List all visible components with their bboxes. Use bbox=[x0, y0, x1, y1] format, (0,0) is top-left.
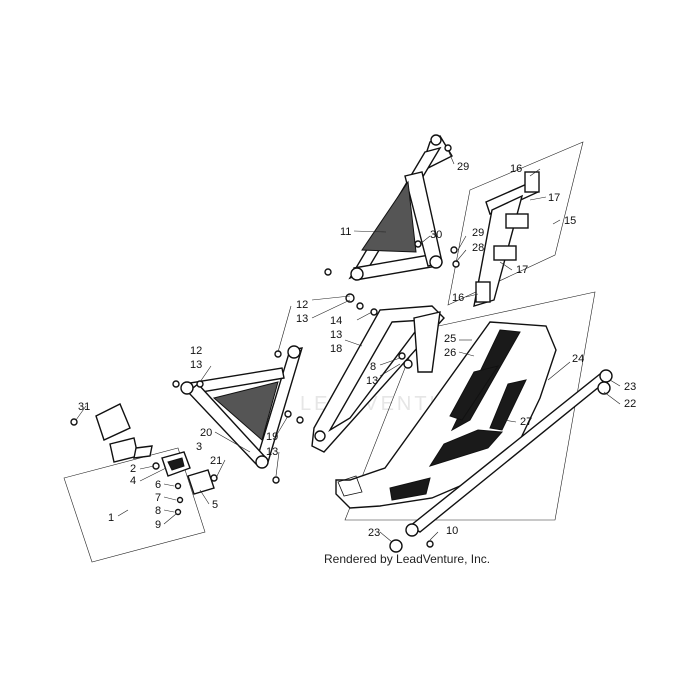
callout-1: 1 bbox=[108, 512, 114, 524]
kit-24-outline bbox=[344, 291, 596, 521]
callout-22: 22 bbox=[624, 398, 636, 410]
callout-13-mid: 13 bbox=[330, 329, 342, 341]
upper-door-frame bbox=[348, 134, 453, 281]
kit-1-outline bbox=[63, 447, 206, 563]
callout-11: 11 bbox=[340, 226, 351, 238]
callout-25: 25 bbox=[444, 333, 456, 345]
callout-15: 15 bbox=[564, 215, 576, 227]
callout-10: 10 bbox=[446, 525, 458, 537]
callout-26: 26 bbox=[444, 347, 456, 359]
callout-23-left: 23 bbox=[368, 527, 380, 539]
callout-27: 27 bbox=[520, 416, 532, 428]
latch-assembly bbox=[70, 403, 215, 516]
callout-23-right: 23 bbox=[624, 381, 636, 393]
callout-20: 20 bbox=[200, 427, 212, 439]
callout-16-bottom: 16 bbox=[452, 292, 464, 304]
callout-28: 28 bbox=[472, 242, 484, 254]
render-credit-caption: Rendered by LeadVenture, Inc. bbox=[324, 552, 490, 566]
callout-4: 4 bbox=[130, 475, 136, 487]
callout-29-top: 29 bbox=[457, 161, 469, 173]
callout-8-right: 8 bbox=[370, 361, 376, 373]
callout-9: 9 bbox=[155, 519, 161, 531]
callout-14: 14 bbox=[330, 315, 342, 327]
callout-12-lower: 12 bbox=[190, 345, 202, 357]
callout-17-top: 17 bbox=[548, 192, 560, 204]
callout-labels: 29 16 17 15 11 30 29 28 17 16 12 13 14 1… bbox=[78, 161, 636, 539]
callout-8-left: 8 bbox=[155, 505, 161, 517]
upper-mesh-panel bbox=[361, 180, 417, 253]
callout-30: 30 bbox=[430, 229, 442, 241]
callout-24: 24 bbox=[572, 353, 584, 365]
callout-7: 7 bbox=[155, 492, 161, 504]
callout-13-lower: 13 bbox=[190, 359, 202, 371]
callout-17-bottom: 17 bbox=[516, 264, 528, 276]
door-rod bbox=[405, 369, 613, 537]
leader-lines bbox=[75, 149, 621, 543]
callout-21: 21 bbox=[210, 455, 222, 467]
hardware bbox=[172, 144, 611, 553]
callout-16-top: 16 bbox=[510, 163, 522, 175]
callout-29-mid: 29 bbox=[472, 227, 484, 239]
door-panel bbox=[335, 321, 557, 509]
hinge-strap bbox=[473, 171, 540, 308]
callout-5: 5 bbox=[212, 499, 218, 511]
callout-6: 6 bbox=[155, 479, 161, 491]
callout-13-right: 13 bbox=[366, 375, 378, 387]
callout-12-upper: 12 bbox=[296, 299, 308, 311]
callout-13-bottom: 13 bbox=[266, 446, 278, 458]
callout-13-upper: 13 bbox=[296, 313, 308, 325]
callout-3: 3 bbox=[196, 441, 202, 453]
callout-31: 31 bbox=[78, 401, 90, 413]
lower-door-frame bbox=[180, 345, 303, 469]
callout-2: 2 bbox=[130, 463, 136, 475]
callout-19: 19 bbox=[266, 431, 278, 443]
lower-mesh-panel bbox=[212, 381, 279, 441]
callout-18: 18 bbox=[330, 343, 342, 355]
door-bracket bbox=[311, 305, 445, 453]
